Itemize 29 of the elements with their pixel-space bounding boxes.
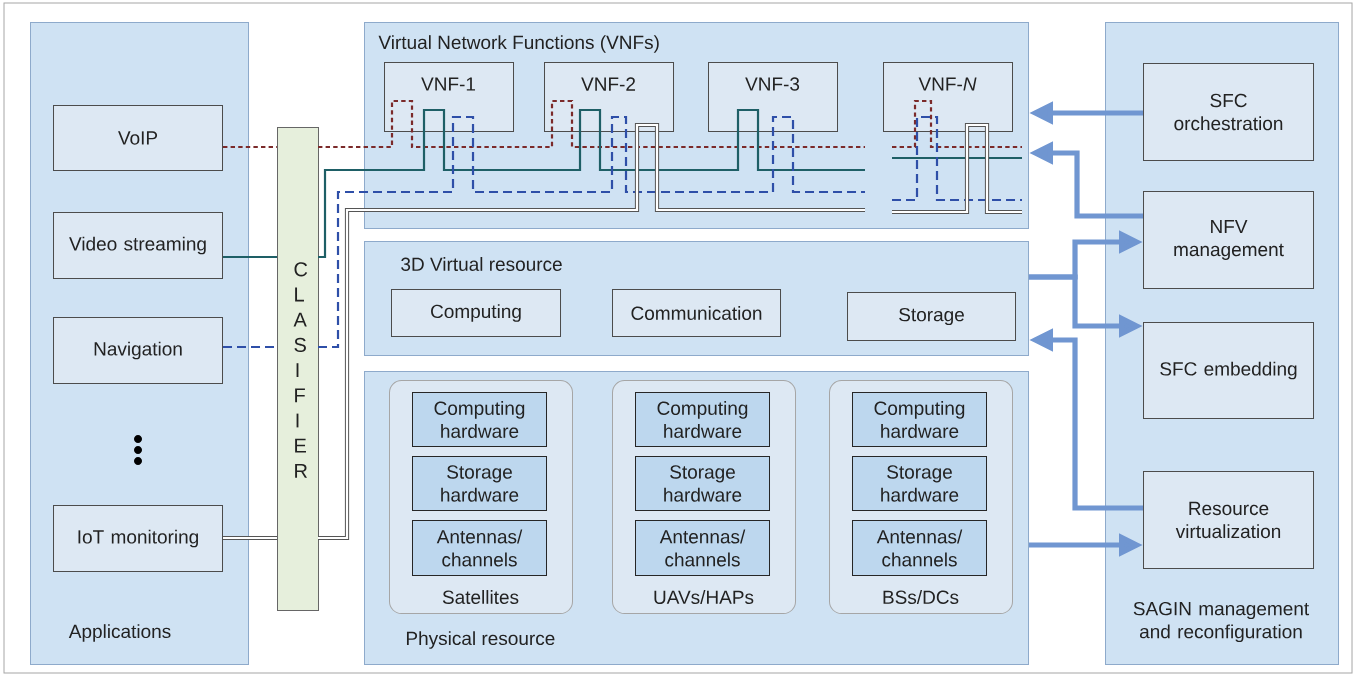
connector-line <box>223 145 277 149</box>
process-box: IoT monitoring <box>53 505 223 572</box>
hardware-box: Storage hardware <box>412 456 547 511</box>
process-box: VoIP <box>53 105 223 171</box>
hardware-box: Computing hardware <box>635 392 770 447</box>
hardware-box: Computing hardware <box>852 392 987 447</box>
process-box: Computing <box>391 289 561 337</box>
process-box: Communication <box>612 289 781 337</box>
process-box: Storage <box>847 292 1016 341</box>
process-box: Resource virtualization <box>1143 471 1314 569</box>
vnf-box: VNF-1 <box>384 62 514 132</box>
hardware-box: Antennas/ channels <box>635 520 770 576</box>
process-box: Navigation <box>53 317 223 384</box>
hardware-box: Storage hardware <box>852 456 987 511</box>
vnf-box: VNF-3 <box>708 62 838 132</box>
vnf-box: VNF-2 <box>544 62 674 132</box>
connector-line <box>223 345 277 349</box>
process-box: SFC embedding <box>1143 322 1314 419</box>
classifier-bar: CLASIFIER <box>277 127 319 611</box>
process-box: SFC orchestration <box>1143 63 1314 161</box>
connector-line <box>223 255 277 259</box>
hardware-box: Storage hardware <box>635 456 770 511</box>
process-box: Video streaming <box>53 212 223 279</box>
hardware-box: Antennas/ channels <box>412 520 547 576</box>
hardware-box: Antennas/ channels <box>852 520 987 576</box>
connector-line <box>223 535 277 541</box>
process-box: NFV management <box>1143 191 1314 289</box>
hardware-box: Computing hardware <box>412 392 547 447</box>
vnf-box: VNF-N <box>883 62 1013 132</box>
